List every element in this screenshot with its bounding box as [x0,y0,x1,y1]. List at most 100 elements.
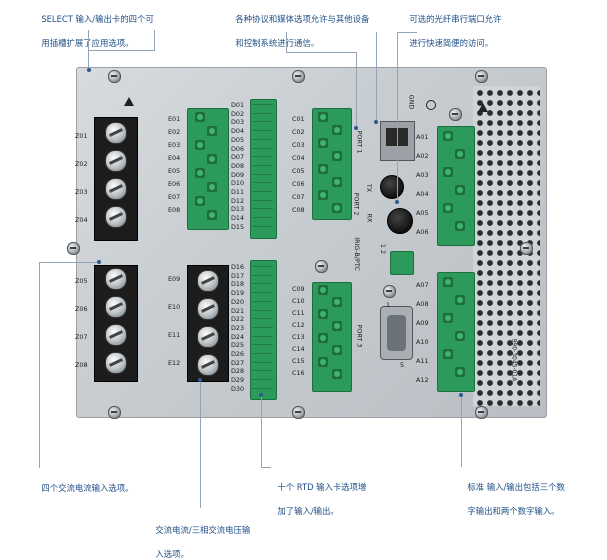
a-terminal-label: A12 [416,376,429,384]
d-terminal-tooth [252,379,273,381]
rtd-line2: 加了输入/输出。 [277,506,339,516]
a-terminal-slot [443,131,453,141]
leader-line [286,32,287,52]
leader-dot [198,378,202,382]
a-terminal-label: A04 [416,190,429,198]
z-terminal-screw [105,122,127,144]
d-terminal-tooth [252,217,273,219]
c-terminal-label: C12 [292,321,305,329]
leader-line [200,380,201,508]
c-terminal-label: C16 [292,369,305,377]
fiber-line1: 可选的光纤串行端口允许 [409,14,502,24]
fiber-rx-port[interactable] [387,208,413,234]
e-terminal-label: E10 [168,303,181,311]
z-terminal-label: Z07 [75,333,88,341]
leader-dot [259,393,263,397]
a-terminal-label: A10 [416,338,429,346]
d-terminal-label: D10 [231,179,245,188]
leader-dot [395,200,399,204]
ac-voltage-line1: 交流电流/三相交流电压输 [155,525,251,535]
d-terminal-tooth [252,326,273,328]
irig-label: IRIG-B/PTC [352,237,361,271]
a-terminal-slot [443,313,453,323]
a-terminal-label: A07 [416,281,429,289]
ground-icon [426,100,436,110]
d-terminal-label: D24 [231,332,245,341]
c-terminal-label: C10 [292,297,305,305]
e-terminal-label: E06 [168,180,181,188]
mounting-screw [108,70,121,83]
a-terminal-label: A02 [416,152,429,160]
e-terminal-label: E09 [168,275,181,283]
e-terminal-slot [195,112,205,122]
mounting-screw [67,242,80,255]
mounting-screw [292,70,305,83]
d-terminal-tooth [252,104,273,105]
select-io-prefix: SELECT [41,14,73,24]
d-terminal-tooth [252,182,273,184]
c-terminal-label: C14 [292,345,305,353]
d-terminal-label: D19 [231,289,245,298]
standard-io-line1: 标准 输入/输出包括三个数 [467,482,565,492]
mounting-screw [383,285,396,298]
d-terminal-tooth [252,292,273,294]
port3-label: PORT 3 [355,324,364,348]
leader-line [397,32,417,33]
z-terminal-label: Z04 [75,216,88,224]
a-terminal-label: A01 [416,133,429,141]
d-terminal-tooth [252,208,273,210]
z-terminal-label: Z01 [75,132,88,140]
leader-line [39,262,99,263]
z-terminal-label: Z02 [75,160,88,168]
leader-line [397,32,398,202]
e-terminal-label: E07 [168,193,181,201]
d-terminal-label: D29 [231,376,245,385]
a-terminal-slot [443,349,453,359]
e-terminal-label: E02 [168,128,181,136]
leader-line [261,467,271,468]
d-terminal-label: D27 [231,358,245,367]
warning-icon [478,103,488,112]
d-terminal-label: D13 [231,205,245,214]
standard-io-callout: 标准 输入/输出包括三个数 字输出和两个数字输入。 [462,469,565,517]
port3-serial-connector[interactable] [380,306,413,360]
d-terminal-label: D14 [231,214,245,223]
part-number: 990-3045-01A [510,338,518,382]
leader-line [88,50,89,70]
ac-current-callout: 四个交流电流输入选项。 [36,470,133,494]
mounting-screw [520,242,533,255]
mounting-screw [315,260,328,273]
e-terminal-slot [195,196,205,206]
c-terminal-slot [332,151,342,161]
d-terminal-label: D01 [231,101,245,109]
ac-current-line1: 四个交流电流输入选项。 [41,483,134,493]
d-terminal-tooth [252,283,273,285]
fiber-tx-port[interactable] [380,175,404,199]
leader-dot [374,120,378,124]
e-terminal-label: E11 [168,331,181,339]
d-terminal-label: D03 [231,118,245,127]
d-terminal-tooth [252,191,273,192]
rtd-line1: 十个 RTD 输入卡选项增 [277,482,367,492]
leader-line [154,30,155,51]
d-terminal-label: D15 [231,222,245,231]
port1-label: PORT 1 [355,130,364,154]
d-terminal-tooth [252,138,273,140]
a-terminal-label: A05 [416,209,429,217]
d-terminal-tooth [252,387,273,389]
d-terminal-label: D12 [231,196,245,205]
d-terminal-label: D22 [231,315,245,324]
leader-line [286,52,356,53]
a-terminal-label: A03 [416,171,429,179]
d9-pin1-label: 1 [386,301,391,309]
d-terminal-tooth [252,112,273,114]
d-terminal-tooth [252,335,273,337]
d-terminal-label: D07 [231,153,245,162]
ac-voltage-line2: 入选项。 [155,549,189,559]
leader-line [88,50,154,51]
d-terminal-tooth [252,147,273,149]
c-terminal-slot [318,309,328,319]
d-terminal-label: D25 [231,341,245,350]
e-terminal-label: E04 [168,154,181,162]
z-terminal-screw [105,268,127,290]
